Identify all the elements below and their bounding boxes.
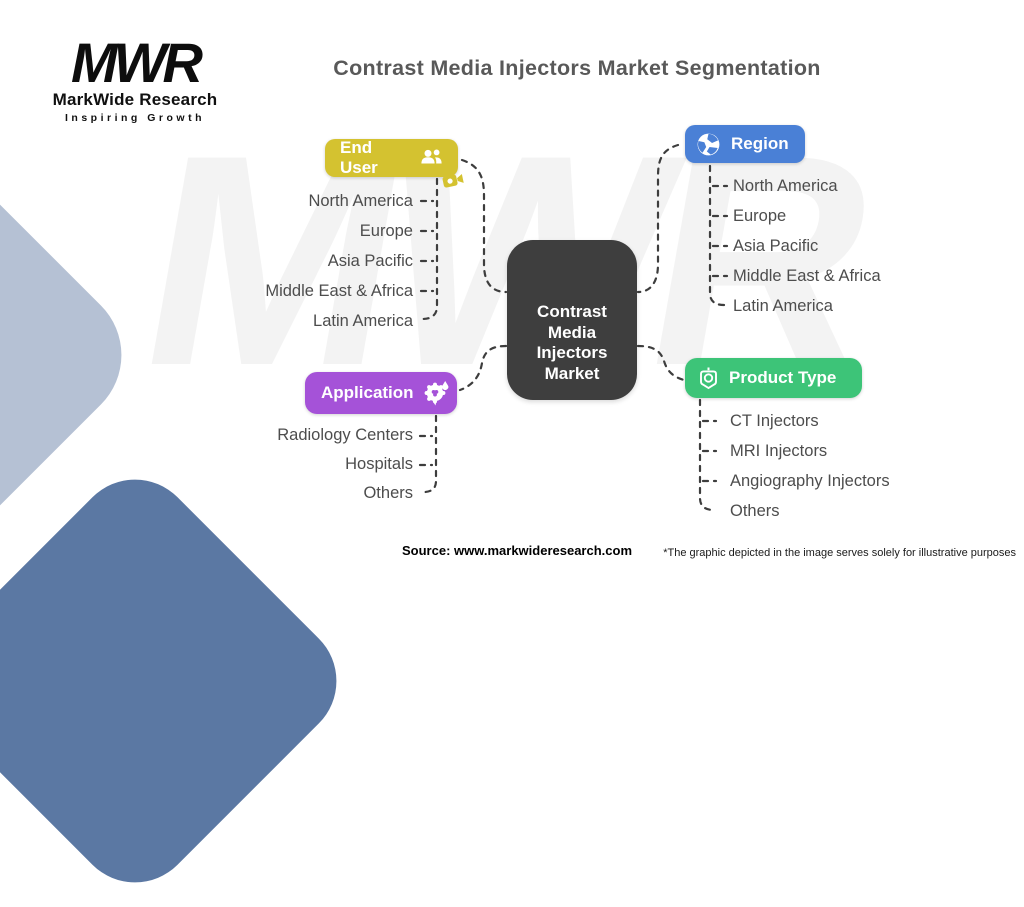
gear-bubble-icon bbox=[424, 380, 448, 405]
users-icon bbox=[421, 149, 442, 164]
list-item: Latin America bbox=[733, 297, 833, 315]
branch-badge-region: Region bbox=[685, 125, 805, 163]
seal-tag-icon bbox=[700, 367, 717, 389]
list-item: Latin America bbox=[313, 312, 413, 330]
region-items: North America Europe Asia Pacific Middle… bbox=[733, 171, 881, 321]
markwide-logo: MWR MarkWide Research Inspiring Growth bbox=[40, 31, 230, 125]
branch-badge-end-user: End User bbox=[325, 138, 464, 188]
end-user-label: End User bbox=[340, 138, 378, 177]
list-item: Others bbox=[363, 484, 413, 502]
list-item: Asia Pacific bbox=[327, 252, 413, 270]
branch-badge-product-type: Product Type bbox=[685, 358, 862, 398]
list-item: Europe bbox=[733, 207, 787, 225]
list-item: Angiography Injectors bbox=[730, 472, 890, 490]
central-node-line: Contrast bbox=[537, 302, 607, 321]
list-item: MRI Injectors bbox=[730, 442, 828, 460]
central-node-line: Media bbox=[547, 322, 597, 342]
central-market-node: Contrast Media Injectors Market bbox=[507, 240, 637, 400]
list-item: North America bbox=[733, 177, 838, 195]
central-node-line: Injectors bbox=[536, 343, 608, 362]
list-item: CT Injectors bbox=[730, 412, 819, 430]
product-type-items: CT Injectors MRI Injectors Angiography I… bbox=[730, 406, 890, 526]
list-item: North America bbox=[308, 192, 413, 210]
application-label: Application bbox=[321, 383, 414, 402]
branch-badge-application: Application bbox=[305, 372, 457, 414]
page-title: Contrast Media Injectors Market Segmenta… bbox=[333, 56, 821, 80]
source-text: Source: www.markwideresearch.com bbox=[402, 543, 633, 558]
list-item: Radiology Centers bbox=[277, 426, 413, 444]
list-item: Others bbox=[730, 502, 780, 520]
globe-icon bbox=[697, 133, 720, 155]
list-item: Asia Pacific bbox=[733, 237, 819, 255]
disclaimer-text: *The graphic depicted in the image serve… bbox=[663, 547, 1016, 559]
logo-tagline: Inspiring Growth bbox=[65, 112, 205, 124]
end-user-items: North America Europe Asia Pacific Middle… bbox=[180, 186, 413, 336]
logo-company-name: MarkWide Research bbox=[52, 90, 218, 109]
logo-mwr-mark: MWR bbox=[71, 31, 203, 94]
application-items: Radiology Centers Hospitals Others bbox=[180, 421, 413, 508]
list-item: Middle East & Africa bbox=[733, 267, 881, 285]
list-item: Middle East & Africa bbox=[265, 282, 413, 300]
region-label: Region bbox=[731, 134, 789, 153]
central-node-line: Market bbox=[544, 363, 600, 383]
list-item: Hospitals bbox=[345, 455, 413, 473]
list-item: Europe bbox=[359, 222, 413, 240]
product-type-label: Product Type bbox=[729, 368, 837, 387]
decorative-diamond-dark bbox=[0, 454, 362, 907]
